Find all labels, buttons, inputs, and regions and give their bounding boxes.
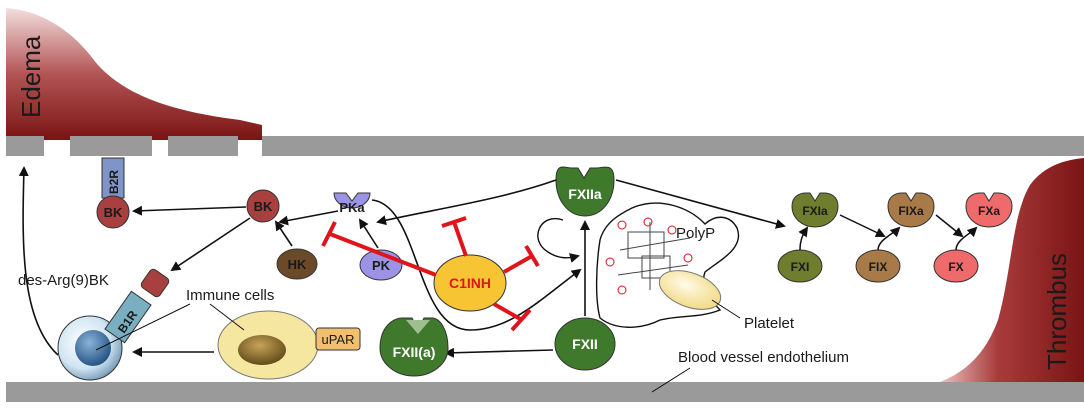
fixa-label: FIXa: [898, 204, 924, 218]
fxii-node: [554, 317, 616, 371]
fxiia-autoactivation-loop: [537, 217, 580, 263]
hk-node: [276, 248, 318, 280]
arrow-pk-to-pka: [358, 218, 379, 249]
bk-bound-label: BK: [104, 205, 123, 220]
upar-receptor: [315, 327, 361, 351]
arrow-fxiia-to-fxia: [615, 179, 786, 229]
arrow-pka-to-fxii: [371, 199, 582, 331]
arrow-pkhk-to-bk: [274, 220, 293, 247]
immune-cell-nucleus: [238, 335, 286, 365]
c1inh-label: C1INH: [449, 275, 491, 291]
fxa-label: FXa: [978, 204, 1000, 218]
endothelium-label: Blood vessel endothelium: [678, 349, 849, 366]
arrow-fxiia-to-pka: [376, 179, 557, 226]
polyp-label: PolyP: [676, 225, 715, 242]
c1inh-node: [433, 254, 507, 312]
immune-cells-label: Immune cells: [186, 287, 274, 304]
bk-bound-node: [96, 195, 130, 229]
immune-cells-pointer: [95, 303, 191, 351]
polyp-shape: [595, 202, 740, 328]
arrow-bk-to-b2r: [132, 205, 247, 216]
fxia-node: [791, 192, 839, 228]
bk-label: BK: [254, 199, 273, 214]
arrow-pka-to-bk: [278, 210, 339, 226]
c1inh-inhibition-lines: [321, 216, 540, 332]
pka-label: PKa: [339, 200, 365, 215]
platelet-shape: [658, 270, 722, 310]
fix-label: FIX: [869, 260, 888, 274]
fxi-label: FXI: [791, 260, 810, 274]
immune-cells-pointer-2: [209, 303, 245, 331]
fxiia-label: FXIIa: [568, 186, 602, 202]
b1r-cell-nucleus: [75, 330, 111, 366]
fxii-a-node: [379, 317, 449, 377]
endothelium-pointer: [651, 367, 691, 393]
fxii-label: FXII: [572, 336, 598, 352]
platelet-label: Platelet: [744, 315, 795, 332]
bk-node: [246, 189, 280, 223]
pka-node: [333, 192, 371, 209]
upar-label: uPAR: [322, 332, 355, 347]
arrow-bk-to-desarg: [170, 217, 251, 272]
thrombus-label: Thrombus: [1042, 253, 1072, 370]
edema-region: [6, 8, 262, 140]
vessel-wall-top: [6, 136, 1084, 156]
thrombus-region: [940, 158, 1084, 382]
platelet-pointer: [711, 299, 741, 319]
fxii-a-label: FXII(a): [393, 344, 436, 360]
arrow-to-edema: [18, 166, 59, 356]
coagulation-cascade-arrows: [798, 214, 978, 251]
pk-label: PK: [372, 258, 391, 273]
b1r-receptor: [104, 290, 152, 344]
fixa-node: [887, 192, 935, 228]
polyp-chain: [605, 217, 693, 295]
fxiia-node: [555, 166, 615, 217]
hk-label: HK: [288, 257, 307, 272]
arrow-fxii-to-fxiia-cell: [444, 347, 554, 358]
edema-label: Edema: [16, 35, 46, 118]
desarg-bk-label: des-Arg(9)BK: [18, 272, 109, 289]
fxa-node: [965, 192, 1013, 228]
desarg-bk-molecule: [140, 268, 170, 298]
fxii-a-notch: [406, 320, 430, 334]
vessel-wall-bottom: [6, 382, 1084, 402]
b2r-label: B2R: [107, 170, 121, 194]
fxia-label: FXIa: [802, 204, 828, 218]
fx-label: FX: [948, 260, 963, 274]
